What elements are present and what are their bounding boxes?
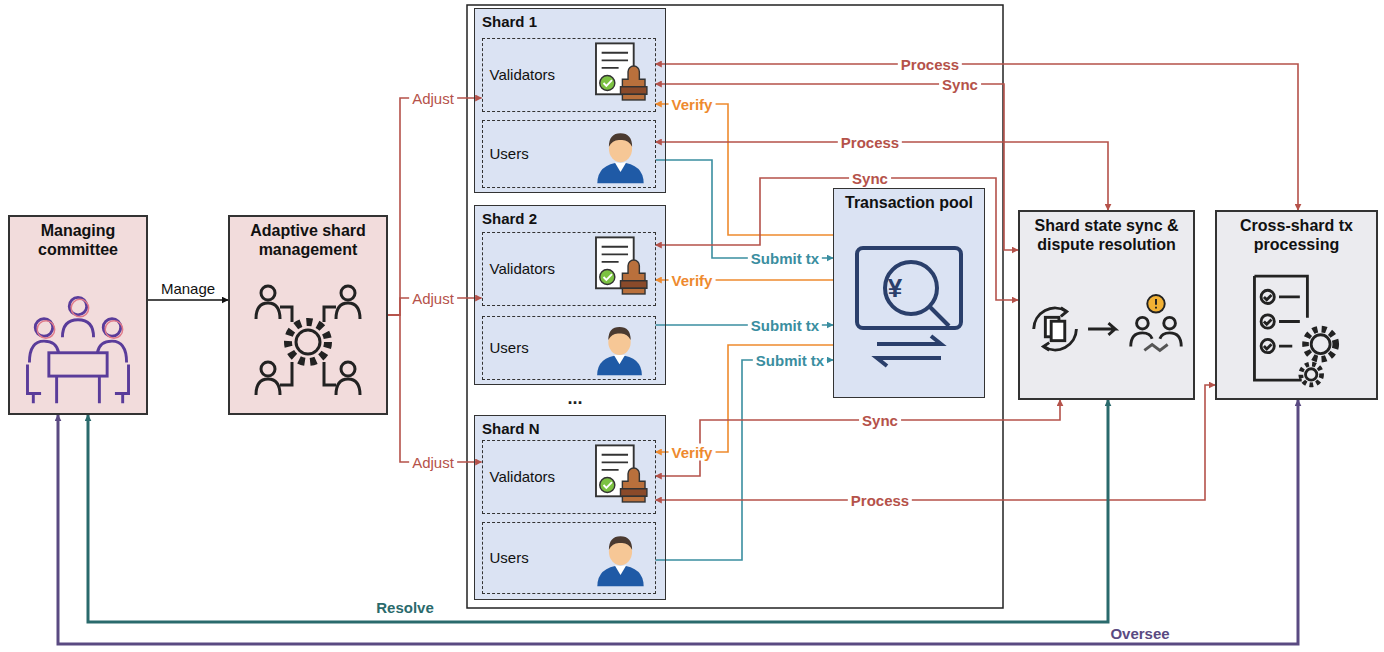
group-label: Users <box>490 549 529 567</box>
box-title: Shard N <box>482 420 540 438</box>
box-fill <box>8 215 148 415</box>
box-title: Managing committee <box>17 221 139 259</box>
box-fill <box>1018 210 1195 400</box>
shard-box: Shard 2 ValidatorsUsers <box>474 205 666 385</box>
sync-icon <box>1034 295 1182 350</box>
box-title: Adaptive shard management <box>237 221 379 259</box>
box-title: Transaction pool <box>845 193 973 212</box>
validator-group: Validators <box>482 440 656 514</box>
cert-icon <box>596 445 647 502</box>
edge-label: Sync <box>859 412 901 429</box>
connector <box>58 400 1298 644</box>
connector <box>656 385 1216 500</box>
ellipsis-mark: ... <box>567 388 582 409</box>
connector <box>388 98 482 315</box>
box-fill <box>474 8 666 193</box>
edge-label: Adjust <box>409 454 457 471</box>
edge-label: Sync <box>939 76 981 93</box>
module-box: Adaptive shard management <box>228 215 388 415</box>
group-label: Validators <box>490 260 556 278</box>
group-label: Users <box>490 145 529 163</box>
group-label: Validators <box>490 468 556 486</box>
shard-box: Shard N ValidatorsUsers <box>474 415 666 600</box>
cert-icon <box>596 43 647 100</box>
user-group: Users <box>482 120 656 188</box>
shard-container <box>467 5 1003 608</box>
sync-box: Shard state sync & dispute resolution <box>1018 210 1195 400</box>
person-icon <box>597 327 642 376</box>
edge-label: Submit tx <box>753 352 827 369</box>
edge-label: Resolve <box>373 599 437 616</box>
cert-icon <box>596 237 647 294</box>
shard-box: Shard 1 ValidatorsUsers <box>474 8 666 193</box>
user-group: Users <box>482 522 656 594</box>
validator-group: Validators <box>482 38 656 112</box>
box-fill <box>474 415 666 600</box>
committee-icon <box>27 297 128 403</box>
box-fill <box>474 205 666 385</box>
edge-label: Sync <box>849 170 891 187</box>
edge-label: Oversee <box>1107 625 1172 642</box>
connector <box>656 400 1061 476</box>
edge-label: Verify <box>669 272 716 289</box>
edge-label: Verify <box>669 96 716 113</box>
person-icon <box>597 133 643 183</box>
committee-box: Managing committee <box>8 215 148 415</box>
adaptive-icon <box>256 286 360 395</box>
box-title: Shard state sync & dispute resolution <box>1027 216 1186 254</box>
connector <box>388 315 482 462</box>
connector <box>148 299 228 301</box>
box-fill <box>228 215 388 415</box>
connector <box>88 400 1108 622</box>
edge-label: Process <box>848 492 912 509</box>
pool-box: Transaction pool <box>833 188 985 398</box>
group-label: Users <box>490 339 529 357</box>
group-label: Validators <box>490 66 556 84</box>
box-title: Shard 2 <box>482 210 537 228</box>
edge-label: Verify <box>669 444 716 461</box>
cross-icon <box>1254 276 1335 385</box>
connector <box>656 360 834 560</box>
edge-label: Submit tx <box>748 250 822 267</box>
user-group: Users <box>482 316 656 380</box>
box-fill <box>833 188 985 398</box>
person-icon <box>597 536 643 586</box>
box-title: Shard 1 <box>482 13 537 31</box>
connector <box>656 84 1019 250</box>
currency-symbol: ¥ <box>888 273 902 304</box>
edge-label: Manage <box>158 280 218 297</box>
box-fill <box>1215 210 1378 400</box>
box-title: Cross-shard tx processing <box>1224 216 1369 254</box>
connector <box>656 178 1019 300</box>
connector <box>656 160 834 258</box>
edge-label: Process <box>898 56 962 73</box>
edge-label: Submit tx <box>748 317 822 334</box>
validator-group: Validators <box>482 232 656 306</box>
connector <box>656 104 834 235</box>
connector <box>656 345 834 452</box>
process-box: Cross-shard tx processing <box>1215 210 1378 400</box>
edge-label: Adjust <box>409 290 457 307</box>
edge-label: Process <box>838 134 902 151</box>
pool-icon <box>857 248 961 366</box>
edge-label: Adjust <box>409 90 457 107</box>
